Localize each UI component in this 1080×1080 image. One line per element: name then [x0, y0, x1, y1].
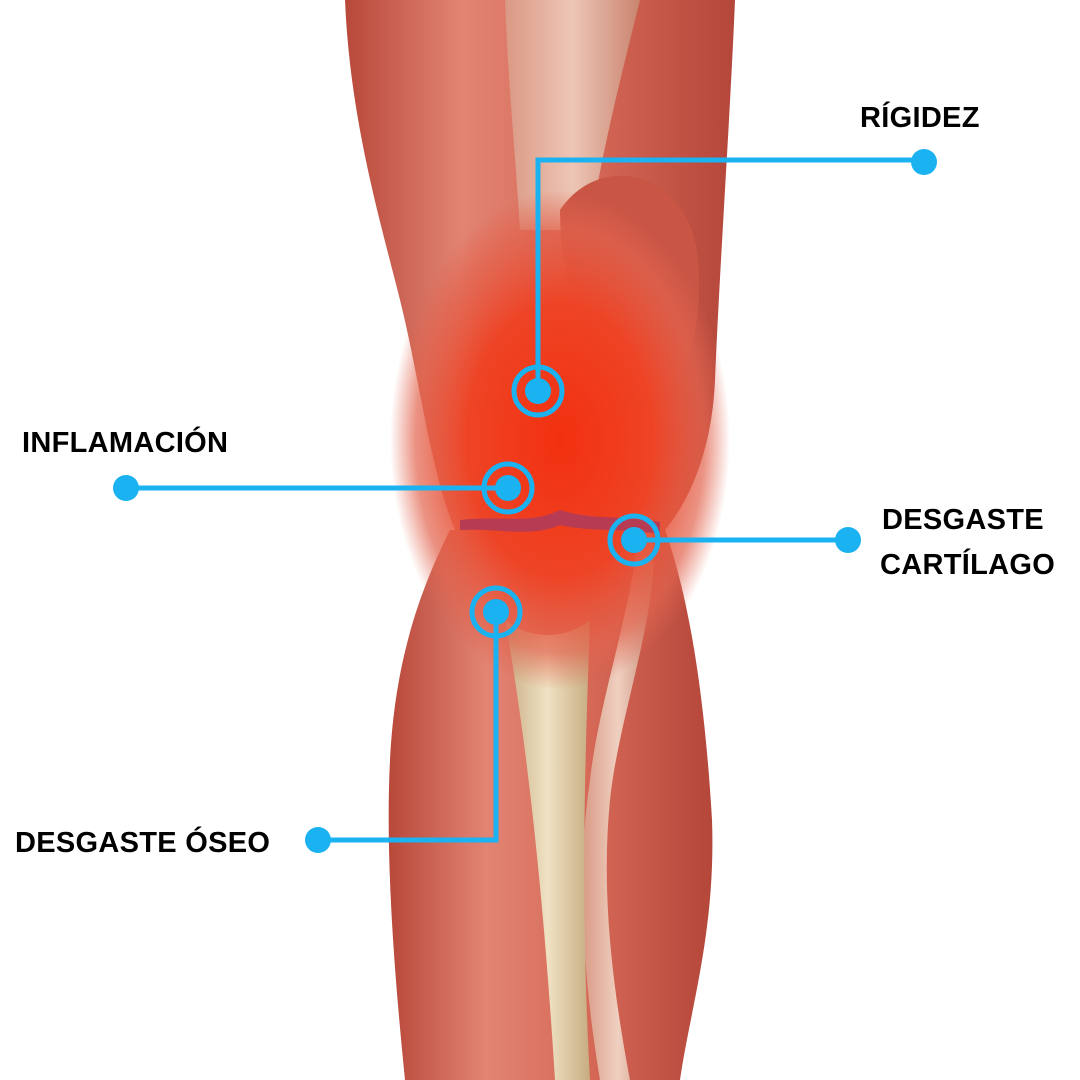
inflamacion-end-dot: [113, 475, 139, 501]
oseo-leader-line: [318, 612, 499, 843]
label-desgaste-cartilago-line2: CARTÍLAGO: [880, 549, 1056, 581]
label-inflamacion: INFLAMACIÓN: [22, 427, 229, 459]
inflamed-area: [390, 190, 730, 690]
cartilago-end-dot: [835, 527, 861, 553]
label-rigidez: RÍGIDEZ: [860, 102, 980, 134]
oseo-ring: [469, 585, 523, 639]
label-desgaste-oseo: DESGASTE ÓSEO: [15, 827, 271, 859]
label-desgaste-cartilago-line1: DESGASTE: [882, 504, 1044, 536]
inflamacion-center-dot: [495, 475, 521, 501]
inflamacion-ring: [481, 461, 535, 515]
rigidez-end-dot: [911, 149, 937, 175]
rigidez-leader-line: [535, 157, 924, 390]
rigidez-center-dot: [525, 378, 551, 404]
rigidez-ring: [511, 364, 565, 418]
oseo-end-dot: [305, 827, 331, 853]
joint-space: [460, 510, 660, 534]
tibia-bone: [505, 620, 590, 1080]
cartilago-center-dot: [621, 527, 647, 553]
oseo-center-dot: [483, 599, 509, 625]
cartilago-ring: [607, 513, 661, 567]
